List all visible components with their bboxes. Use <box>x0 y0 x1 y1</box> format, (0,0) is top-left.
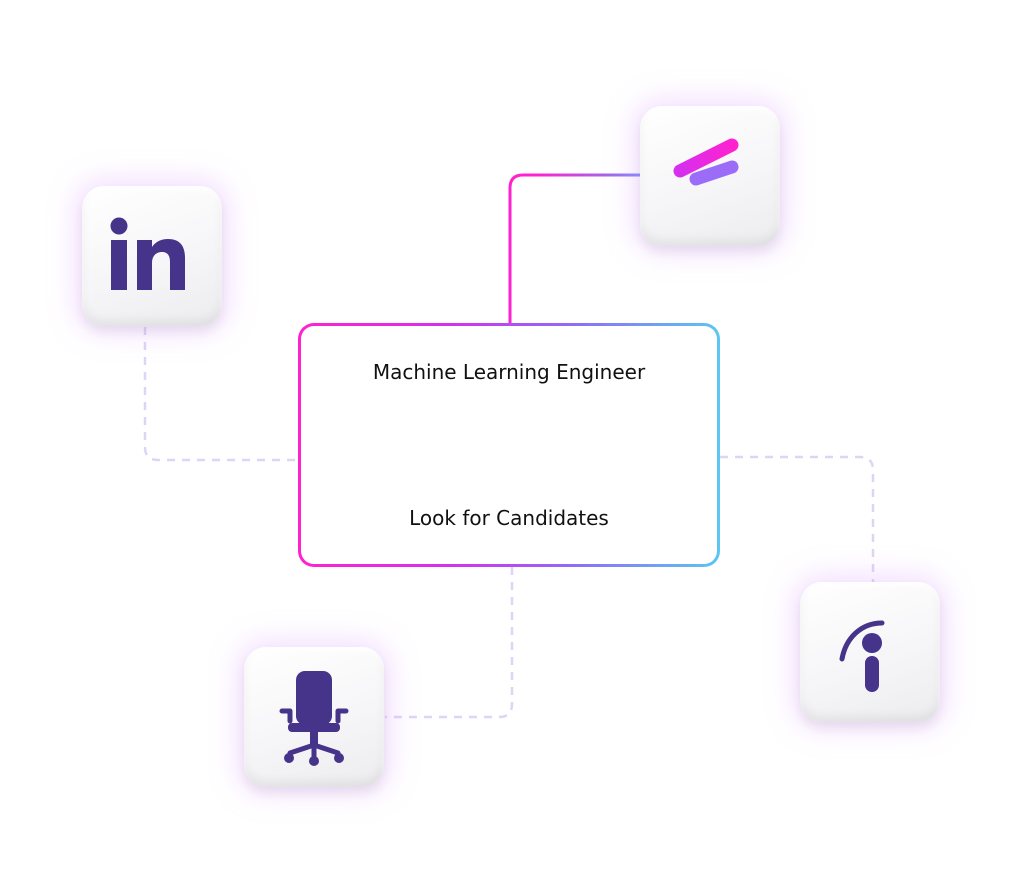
connector-linkedin <box>143 327 298 462</box>
linkedin-tile[interactable] <box>82 186 222 326</box>
connector-flash <box>508 173 640 325</box>
chair-tile[interactable] <box>244 647 384 787</box>
connector-chair <box>385 567 514 719</box>
indeed-logo-icon <box>839 620 885 692</box>
lightning-logo-icon <box>673 138 739 216</box>
connector-indeed <box>720 455 875 582</box>
indeed-tile[interactable] <box>800 582 940 722</box>
flash-tile[interactable] <box>640 106 780 246</box>
job-title: Machine Learning Engineer <box>372 360 646 384</box>
office-chair-icon <box>279 671 349 766</box>
job-card[interactable]: Machine Learning Engineer Look for Candi… <box>298 323 720 567</box>
look-for-candidates-label[interactable]: Look for Candidates <box>409 506 609 530</box>
linkedin-logo-icon <box>110 217 185 290</box>
